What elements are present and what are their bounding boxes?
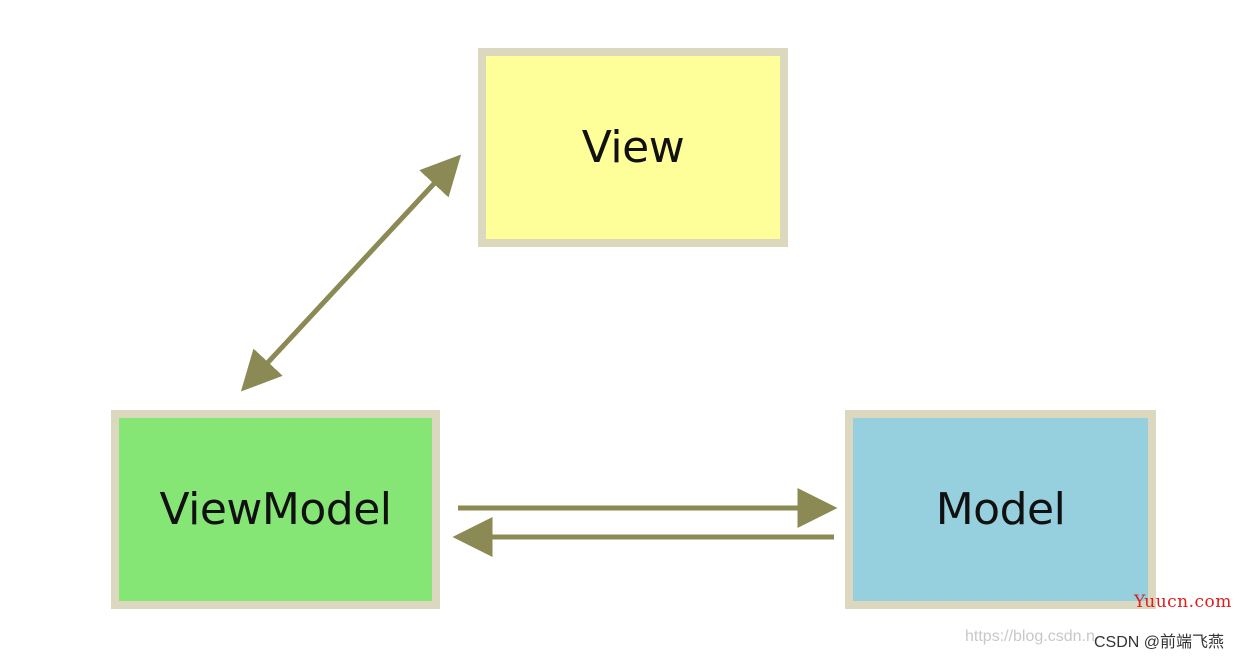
view-viewmodel-bidirectional-arrow	[240, 154, 462, 392]
view-node-label: View	[581, 122, 685, 173]
viewmodel-node-label: ViewModel	[159, 484, 392, 535]
viewmodel-node: ViewModel	[111, 410, 440, 609]
model-node-label: Model	[935, 484, 1066, 535]
model-node: Model	[845, 410, 1156, 609]
yuucn-watermark: Yuucn.com	[1134, 592, 1232, 612]
csdn-author-watermark: CSDN @前端飞燕	[1094, 628, 1225, 652]
view-node: View	[478, 48, 788, 247]
url-watermark: https://blog.csdn.n	[965, 628, 1095, 645]
